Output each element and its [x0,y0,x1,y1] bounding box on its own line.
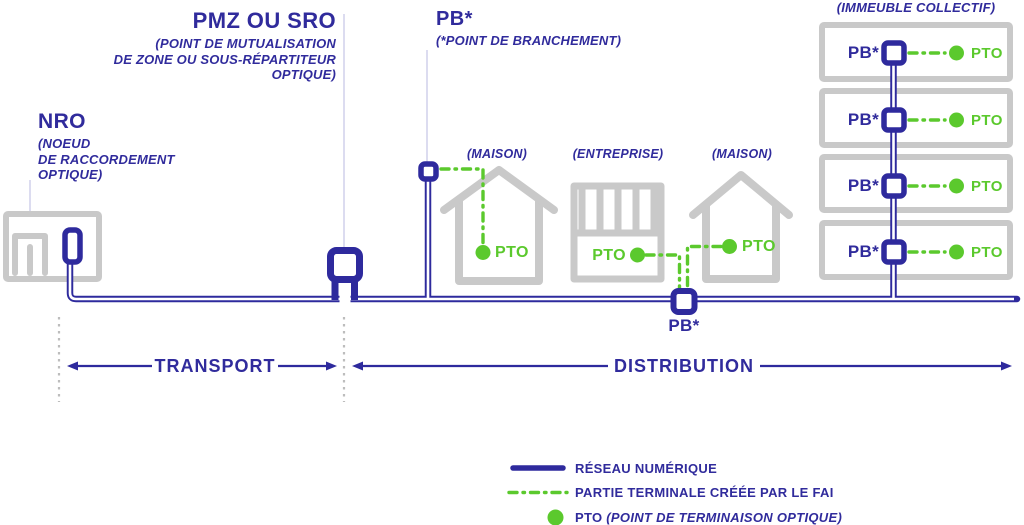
floor1-pb-label: PB* [847,43,879,62]
pmz-title: PMZ OU SRO [192,8,336,33]
collective-building-label: (IMMEUBLE COLLECTIF) [836,0,996,15]
legend-pto-dot-icon [547,509,564,525]
floor2-pb-label: PB* [847,110,879,129]
line-gap [339,294,351,304]
fai-link-enterprise [644,253,682,293]
floor3-pb-label: PB* [847,176,879,195]
pmz-label-block: PMZ OU SRO (POINT DE MUTUALISATION DE ZO… [60,8,336,83]
pb1-box [418,161,439,182]
nro-connector-box [62,227,83,265]
gray-buildings [3,22,1013,285]
label-connector-lines [29,14,428,247]
house1-pto-label: PTO [495,244,529,261]
legend-pto-italic: (POINT DE TERMINAISON OPTIQUE) [602,510,843,525]
pto-dot-house2 [722,239,737,254]
pb-floor4-box [881,239,907,265]
pmz-subtitle-1: (POINT DE MUTUALISATION [155,36,336,51]
legend-terminal-label: PARTIE TERMINALE CRÉÉE PAR LE FAI [575,485,834,500]
house2-icon [689,171,793,283]
pto-dot-floor4 [949,244,964,260]
legend-terminal-bold: FAI [812,485,834,500]
legend-terminal-prefix: PARTIE TERMINALE CRÉÉE PAR LE [575,485,813,500]
floor4-pb-label: PB* [847,242,879,261]
pmz-leg-right [351,280,358,300]
house1-label: (MAISON) [467,147,527,161]
enterprise-icon [570,182,665,283]
pmz-leg-left [331,280,339,300]
nro-subtitle-3: OPTIQUE) [38,167,103,182]
pb-label-block: PB* (*POINT DE BRANCHEMENT) [436,8,621,49]
nro-building [3,211,102,282]
pb-floor3-box [881,173,907,199]
nro-door-icon [12,233,48,276]
collective-building [819,22,1013,280]
pb-subtitle: (*POINT DE BRANCHEMENT) [436,33,622,48]
legend-pto-bold: PTO [575,510,603,525]
legend-pto-label: PTO (POINT DE TERMINAISON OPTIQUE) [575,510,842,525]
nro-subtitle-1: (NOEUD [38,136,91,151]
house2-pto-label: PTO [742,238,776,255]
floor2-pto-label: PTO [971,112,1003,129]
pto-dot-floor3 [949,178,964,194]
nro-label-block: NRO (NOEUD DE RACCORDEMENT OPTIQUE) [38,110,175,183]
pb-floor1-box [881,40,907,66]
section-arrows [67,361,1012,371]
nro-title: NRO [38,110,86,133]
pb-mid-label: PB* [668,316,700,335]
floor-3 [819,154,1013,213]
pto-dot-floor2 [949,112,964,128]
pto-dot-floor1 [949,45,964,61]
fai-terminal-links [439,51,947,293]
pto-dots [475,45,964,263]
pmz-subtitle-2: DE ZONE OU SOUS-RÉPARTITEUR [113,51,336,67]
floor3-pto-label: PTO [971,178,1003,195]
legend-network-label: RÉSEAU NUMÉRIQUE [575,461,718,476]
connector-boxes [62,40,907,315]
floor-4 [819,220,1013,280]
legend-marks [507,465,569,525]
pmz-sro-box [327,247,363,283]
distribution-label: DISTRIBUTION [614,356,754,376]
transport-label: TRANSPORT [154,356,276,376]
pmz-subtitle-3: OPTIQUE) [271,67,336,82]
pto-dot-enterprise [630,247,645,263]
pmz-junction [331,280,358,304]
section-dividers [57,317,346,402]
floor1-pto-label: PTO [971,45,1003,62]
house1-icon [440,166,558,285]
section-markers [57,317,1012,402]
house2-label: (MAISON) [712,147,772,161]
floor4-pto-label: PTO [971,244,1003,261]
pb-title: PB* [436,8,473,30]
fai-link-house2 [685,244,723,293]
enterprise-label: (ENTREPRISE) [572,147,664,161]
pb-mid-box [670,288,698,315]
floor-2 [819,88,1013,148]
pb-floor2-box [881,107,907,133]
fai-link-house1 [439,167,485,245]
pto-dot-house1 [475,245,491,260]
enterprise-pto-label: PTO [592,247,626,264]
floor-1 [819,22,1013,82]
nro-subtitle-2: DE RACCORDEMENT [38,151,175,167]
